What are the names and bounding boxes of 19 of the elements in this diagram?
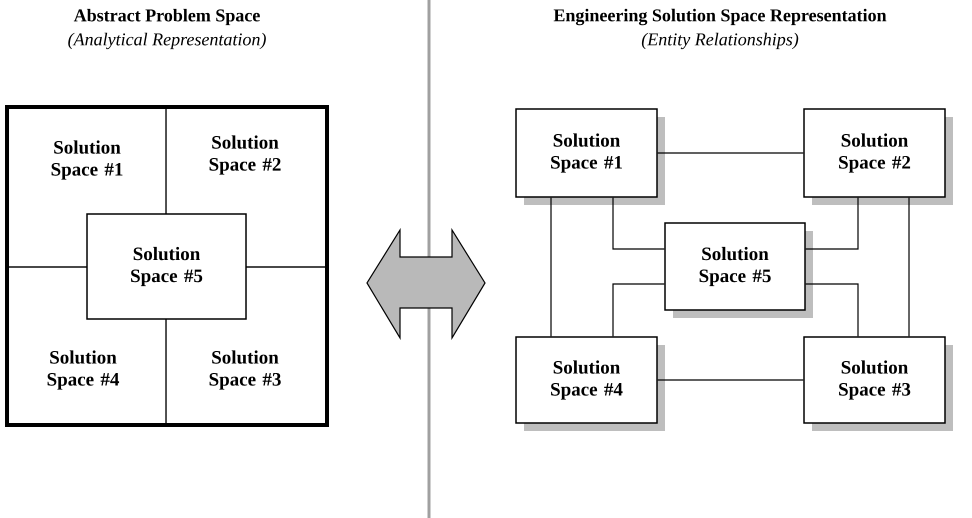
- process-box: Solution Space #1: [515, 108, 665, 205]
- connector-line: [658, 152, 804, 154]
- process-box: Solution Space #4: [515, 336, 665, 431]
- subheading: (Analytical Representation): [68, 32, 266, 50]
- heading: Engineering Solution Space Representation: [554, 8, 886, 26]
- connector-line: [658, 379, 804, 381]
- connector-line: [550, 198, 552, 336]
- connector-line: [806, 198, 859, 250]
- center-box: Solution Space #5: [86, 213, 247, 320]
- process-box: Solution Space #2: [803, 108, 953, 205]
- connector-line: [612, 283, 664, 336]
- connector-line: [806, 283, 859, 336]
- process-box: Solution Space #5: [664, 222, 813, 318]
- connector-line: [908, 198, 910, 336]
- outer-frame: [5, 105, 329, 427]
- process-box: Solution Space #3: [803, 336, 953, 431]
- heading: Abstract Problem Space: [74, 8, 260, 26]
- connector-line: [612, 198, 664, 250]
- subheading: (Entity Relationships): [642, 32, 798, 50]
